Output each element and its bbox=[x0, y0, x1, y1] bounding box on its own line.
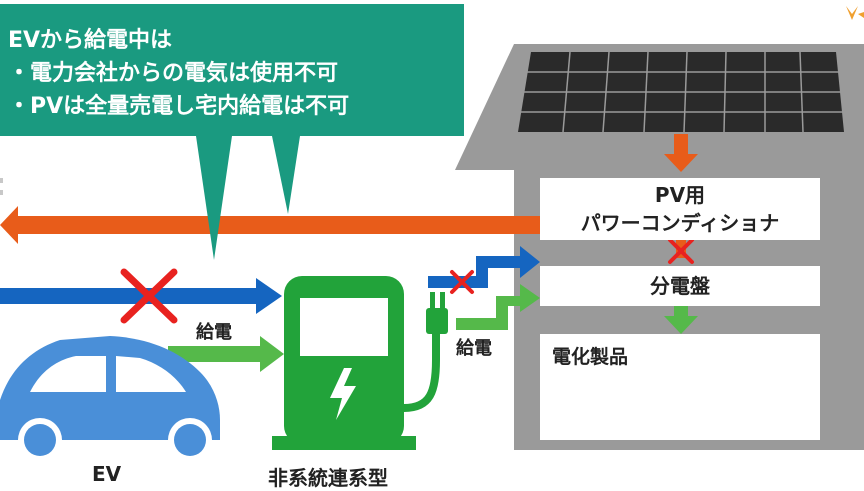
ev-car-icon bbox=[0, 336, 220, 462]
charger-label: 非系統連系型 bbox=[268, 466, 388, 490]
pv-down-arrow bbox=[664, 134, 698, 172]
offscreen-edge-marks bbox=[0, 178, 3, 195]
charger-icon bbox=[272, 276, 448, 450]
callout-bubble bbox=[0, 4, 464, 260]
ev-label: EV bbox=[92, 462, 122, 486]
supply-label-right: 給電 bbox=[456, 338, 492, 359]
charger-supply-arrow bbox=[456, 284, 540, 330]
appliances-box: 電化製品 bbox=[540, 334, 820, 440]
power-conditioner-box: PV用 パワーコンディショナ bbox=[540, 178, 820, 240]
callout-text: EVから給電中は ・電力会社からの電気は使用不可 ・PVは全量売電し宅内給電は不… bbox=[8, 24, 349, 123]
distribution-panel-label: 分電盤 bbox=[650, 274, 710, 298]
sell-power-arrow bbox=[0, 206, 542, 244]
distribution-panel-box: 分電盤 bbox=[540, 266, 820, 306]
callout-line-3: ・PVは全量売電し宅内給電は不可 bbox=[8, 94, 350, 119]
ev-supply-arrow bbox=[168, 336, 284, 372]
pcs-line-1: PV用 bbox=[654, 183, 706, 207]
callout-line-2: ・電力会社からの電気は使用不可 bbox=[8, 61, 339, 86]
charger-block-x-icon bbox=[450, 270, 474, 294]
sun-icon bbox=[846, 6, 864, 20]
solar-panel-icon bbox=[518, 51, 844, 133]
callout-line-1: EVから給電中は bbox=[8, 28, 173, 53]
grid-power-arrow bbox=[0, 278, 282, 314]
pcs-line-2: パワーコンディショナ bbox=[580, 211, 780, 235]
supply-label-left: 給電 bbox=[196, 322, 232, 343]
grid-block-x-icon bbox=[120, 268, 178, 324]
panel-to-appliance-arrow bbox=[664, 306, 698, 334]
block-x-icon bbox=[668, 238, 694, 264]
appliances-label: 電化製品 bbox=[552, 346, 629, 368]
